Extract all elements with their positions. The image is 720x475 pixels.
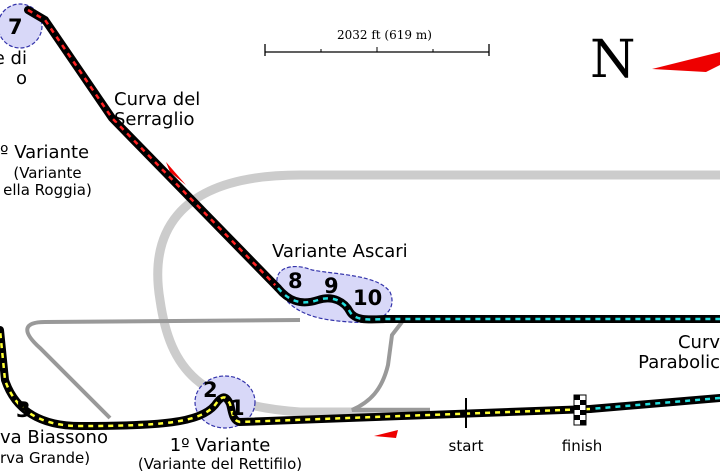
label-curva-grande: rva Grande) bbox=[0, 449, 91, 467]
label-prima-variante: 1º Variante bbox=[169, 435, 271, 456]
finish-flag-icon bbox=[573, 394, 587, 426]
old-oval bbox=[153, 170, 720, 417]
label-curva-biassono: va Biassono bbox=[0, 427, 108, 448]
label-curva-parabolica: Curv Parabolic bbox=[638, 332, 720, 374]
corner-number-3: 3 bbox=[16, 398, 31, 422]
label-variante-del-rettifilo: (Variante del Rettifilo) bbox=[137, 455, 303, 473]
corner-number-2: 2 bbox=[203, 378, 218, 402]
label-seconda-variante: º Variante bbox=[0, 142, 90, 163]
corner-number-1: 1 bbox=[230, 396, 245, 420]
corner-number-10: 10 bbox=[353, 286, 383, 310]
corner-number-8: 8 bbox=[288, 269, 303, 293]
corner-number-9: 9 bbox=[324, 274, 339, 298]
label-variante-ascari: Variante Ascari bbox=[272, 241, 408, 262]
label-finish: finish bbox=[561, 437, 603, 455]
old-road-course bbox=[25, 318, 301, 420]
north-label: N bbox=[590, 30, 636, 90]
label-variante-della-roggia: (Variante ella Roggia) bbox=[3, 164, 92, 199]
direction-arrow-bottom-icon bbox=[374, 430, 398, 438]
old-road-link bbox=[351, 320, 430, 412]
label-start: start bbox=[448, 437, 484, 455]
scale-bar bbox=[264, 44, 490, 56]
direction-arrow-icon bbox=[166, 162, 186, 185]
track-sector-2 bbox=[24, 6, 282, 292]
north-arrow-icon bbox=[652, 52, 720, 72]
track-sector-1 bbox=[0, 326, 594, 431]
corner-number-7: 7 bbox=[8, 15, 23, 39]
corner-zone-8-9-10 bbox=[276, 266, 393, 323]
label-curva-del-serraglio: Curva del Serraglio bbox=[114, 89, 201, 131]
scale-label: 2032 ft (619 m) bbox=[337, 28, 432, 42]
label-curva-di-lesmo: e di o bbox=[0, 48, 27, 90]
